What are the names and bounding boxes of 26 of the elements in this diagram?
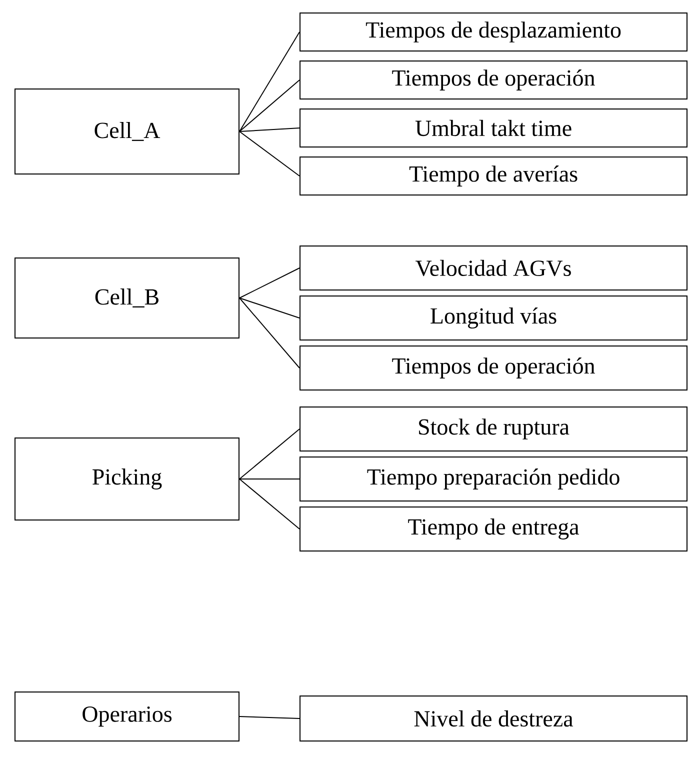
parameter-box: Tiempo de entrega [300,506,688,552]
parameter-box: Umbral takt time [300,108,688,148]
parameter-box: Velocidad AGVs [300,246,688,290]
connector-line [239,716,300,719]
category-box: Cell_B [14,258,240,338]
connector-line [239,268,300,298]
connector-line [239,131,300,176]
connector-line [239,478,300,480]
parameter-box: Tiempos de operación [300,60,688,100]
parameter-box: Nivel de destreza [300,696,688,742]
category-box: Picking [14,438,240,520]
connector-line [239,428,300,480]
parameter-box: Tiempos de desplazamiento [300,12,688,52]
connector-line [239,298,300,368]
parameter-box: Tiempos de operación [300,346,688,390]
parameter-box: Tiempo preparación pedido [300,456,688,502]
parameter-box: Tiempo de averías [300,156,688,196]
connector-line [239,80,300,132]
connector-line [239,32,300,132]
connector-line [239,128,300,132]
connector-line [239,298,300,318]
category-box: Cell_A [14,88,240,174]
parameter-box: Stock de ruptura [300,406,688,452]
parameter-box: Longitud vías [300,296,688,340]
connector-line [239,478,300,530]
category-box: Operarios [14,692,240,742]
